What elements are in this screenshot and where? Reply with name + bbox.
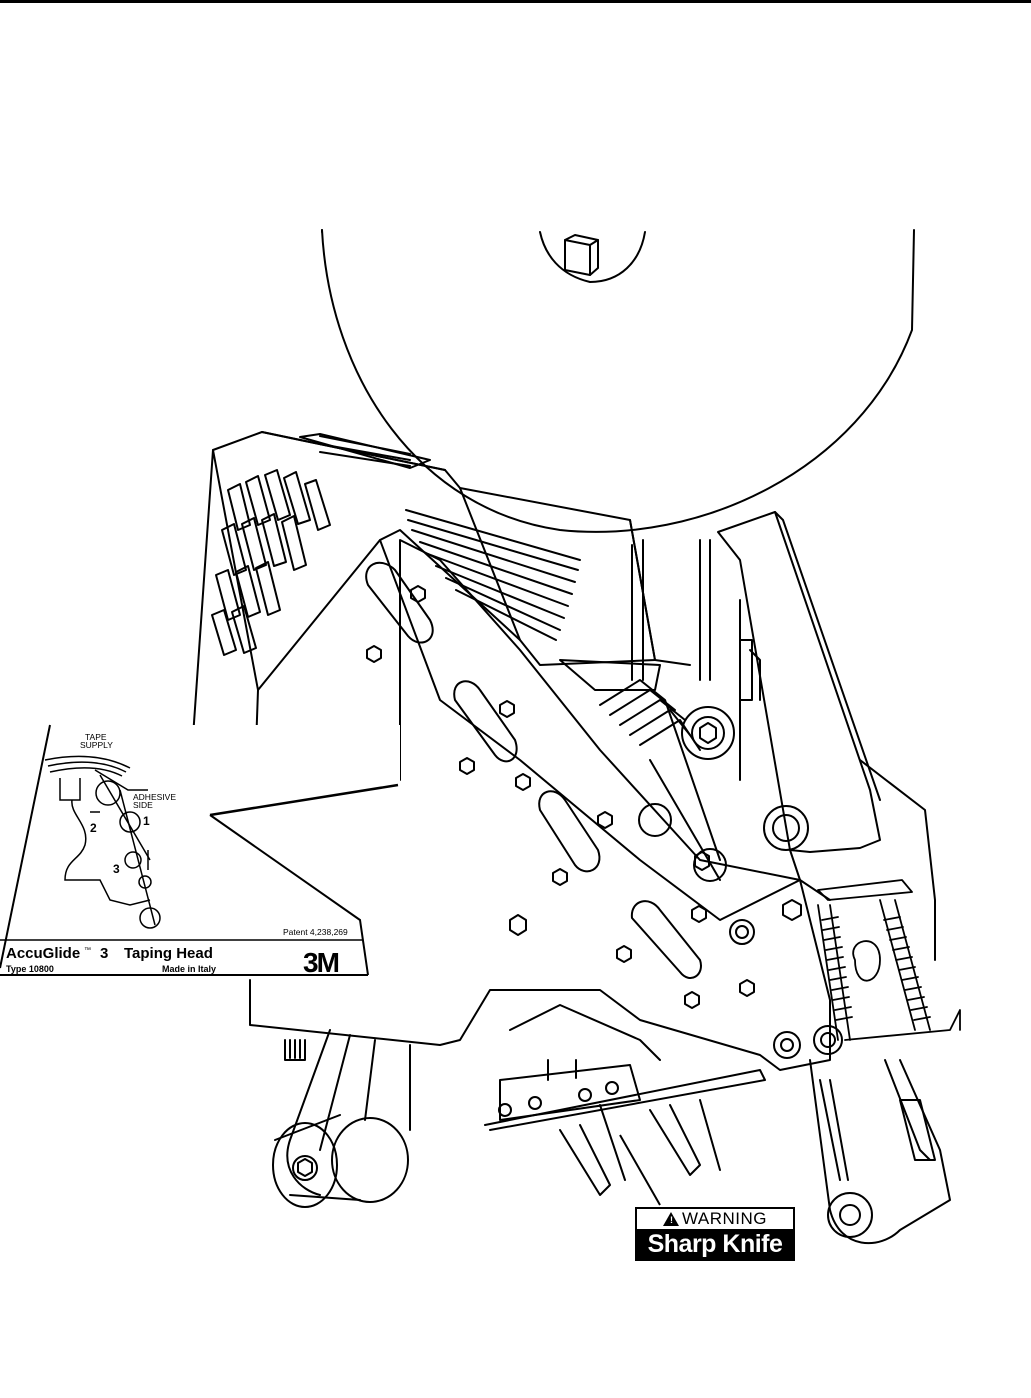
patent-label: Patent 4,238,269 — [283, 927, 348, 937]
adhesive-side-label-2: SIDE — [133, 800, 153, 810]
front-roller — [272, 1029, 411, 1208]
made-in-label: Made in Italy — [162, 964, 216, 974]
tape-supply-label-2: SUPPLY — [80, 740, 113, 750]
lower-arm — [809, 1059, 951, 1244]
arm-rollers — [638, 706, 843, 1059]
adhesive-side-label: ADHESIVE — [133, 792, 176, 802]
main-plate — [249, 539, 831, 1071]
product-name: AccuGlide — [6, 945, 80, 962]
step-2-label: 2 — [90, 821, 97, 835]
upper-arm — [699, 511, 936, 961]
tape-supply-label: TAPE — [85, 732, 107, 742]
warning-message: Sharp Knife — [637, 1229, 793, 1259]
warning-label: ! WARNING Sharp Knife — [635, 1207, 795, 1261]
label-plate: TAPE SUPPLY ADHESIVE SIDE 1 2 3 Patent 4… — [0, 724, 400, 978]
warning-header: ! WARNING — [637, 1209, 793, 1229]
tape-guide — [599, 639, 753, 881]
product-number: 3 — [100, 945, 108, 962]
top-cover-vents — [299, 433, 661, 691]
warning-triangle-icon: ! — [662, 1212, 679, 1226]
trademark-mark: ™ — [84, 947, 91, 954]
product-suffix: Taping Head — [124, 945, 213, 962]
top-rule — [0, 0, 1031, 3]
tape-roll — [321, 229, 915, 681]
3m-logo: 3M — [303, 947, 339, 978]
knife-assembly — [484, 1004, 766, 1196]
type-number: Type 10800 — [6, 964, 54, 974]
warning-heading: WARNING — [681, 1209, 768, 1228]
side-vents — [211, 469, 331, 656]
step-1-label: 1 — [143, 814, 150, 828]
hex-nuts — [366, 585, 802, 1009]
warning-leader-line — [619, 1134, 661, 1206]
step-3-label: 3 — [113, 862, 120, 876]
springs — [817, 879, 961, 1041]
